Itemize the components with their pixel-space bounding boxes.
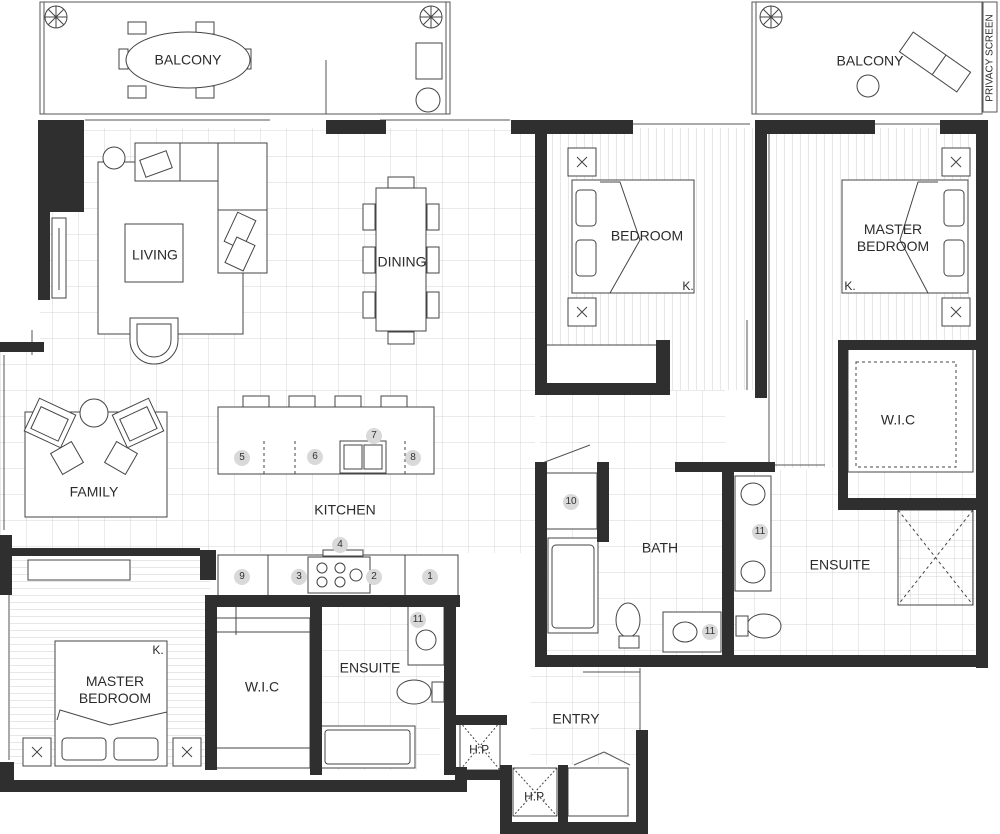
interior-lines — [3, 119, 940, 766]
bedroom-bed — [544, 147, 695, 386]
wic-left — [214, 605, 311, 769]
dining-table-icon — [362, 176, 440, 345]
balcony-right — [751, 1, 998, 115]
balcony-left — [39, 1, 451, 115]
balcony-table-icon — [118, 21, 443, 113]
wic-right — [847, 347, 974, 473]
family-furniture — [23, 397, 168, 518]
tv-icon — [51, 217, 67, 299]
walls — [0, 120, 988, 834]
kitchen-island — [217, 395, 435, 475]
master-bed-right — [841, 147, 971, 327]
ensuite-right-fixtures — [734, 475, 974, 639]
living-furniture — [97, 142, 268, 365]
kitchen-counter — [217, 549, 459, 598]
lounger-icon — [856, 31, 972, 98]
hp-closets — [459, 721, 629, 817]
master-bed-left — [22, 559, 202, 767]
plant-icon — [44, 5, 783, 29]
ensuite-left-fixtures — [319, 604, 445, 769]
